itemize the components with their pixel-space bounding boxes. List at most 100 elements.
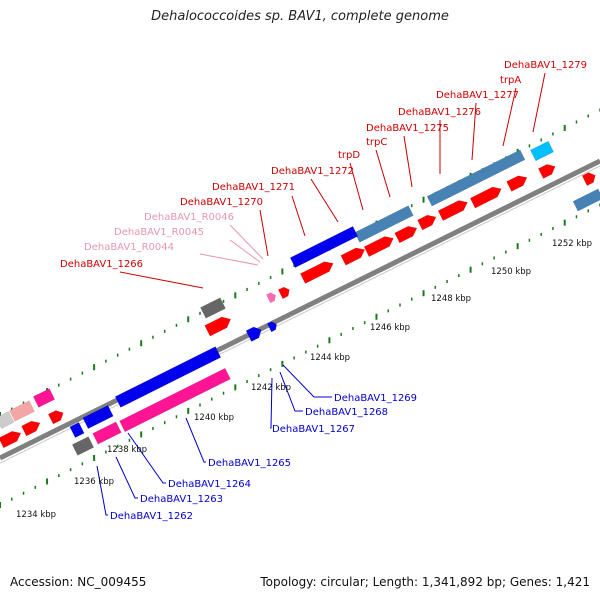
lower-leader-line [279,371,303,412]
cds-upper-red-shape [299,261,334,284]
upper-gene-label: trpC [366,137,387,148]
scale-label: 1234 kbp [16,510,56,520]
features [0,140,600,456]
cds-lower-gray [71,436,95,456]
cds-lower-blue-shape [114,346,222,408]
lower-leader-line [96,465,108,516]
upper-leader-line [119,271,204,289]
scale-label: 1252 kbp [552,239,592,249]
cds-lower-lightpink-shape [9,400,35,422]
cds-lower-gray-shape [71,436,95,456]
cds-lower-red-shape [0,431,22,449]
cds-red [204,316,231,337]
cds-lower-pink [92,421,122,445]
upper-leader-line [199,253,259,266]
cds-lower-pink-shape [32,388,56,408]
cds-lower-blue [69,422,85,438]
lower-leader-line [127,432,166,484]
upper-leader-line [291,195,306,237]
cds-lower-red-shape [47,410,64,425]
scale-label: 1246 kbp [370,323,410,333]
upper-gene-label: DehaBAV1_1277 [436,90,519,101]
upper-leader-line [403,135,413,188]
cds-upper-red [506,175,528,192]
cds-upper-cyan [530,140,554,162]
cds-upper-red [363,236,394,257]
scale-label: 1250 kbp [491,267,531,277]
lower-gene-label: DehaBAV1_1268 [305,407,388,418]
cds-blue-small-shape [267,321,277,333]
cds-lower-lightgray [0,411,15,429]
cds-gray [200,297,226,319]
upper-leader-line [259,209,269,257]
cds-upper-steelblue [354,205,414,243]
cds-upper-red-shape [394,226,418,244]
label-leaders [96,72,546,516]
lower-leader-line [185,417,206,463]
cds-gray-shape [200,297,226,319]
cds-lower-red [47,410,64,425]
cds-lower-pink-shape [119,367,231,433]
upper-leader-line [229,224,264,260]
cds-upper-red [299,261,334,284]
upper-leader-line [502,87,517,147]
cds-lower-pink [119,367,231,433]
cds-upper-red [437,200,468,221]
upper-gene-label: DehaBAV1_1279 [504,60,587,71]
cds-upper-red [394,226,418,244]
cds-upper-red-shape [340,247,366,266]
lower-gene-label: DehaBAV1_1262 [110,511,193,522]
lower-gene-label: DehaBAV1_1267 [272,424,355,435]
cds-upper-red-shape [437,200,468,221]
cds-upper-red [538,164,556,179]
cds-upper-steelblue-shape [572,188,600,212]
genome-stats-text: Topology: circular; Length: 1,341,892 bp… [260,575,590,589]
cds-lower-pink [32,388,56,408]
cds-lower-blue [114,346,222,408]
cds-upper-red-shape [506,175,528,192]
upper-gene-label: DehaBAV1_1272 [271,166,354,177]
cds-blue-small [267,321,277,333]
upper-leader-line [375,149,391,198]
cds-lower-red [21,420,41,437]
scale-label: 1238 kbp [107,445,147,455]
cds-lower-lightgray-shape [0,411,15,429]
scale-label: 1240 kbp [194,413,234,423]
cds-upper-red-shape [363,236,394,257]
scale-label: 1242 kbp [251,383,291,393]
upper-gene-label: DehaBAV1_1276 [398,107,481,118]
cds-upper-steelblue-shape [354,205,414,243]
cds-upper-blue-shape [289,226,359,268]
backbone-line [0,158,600,461]
lower-gene-label: DehaBAV1_1269 [334,393,417,404]
upper-gene-label: DehaBAV1_1270 [180,197,263,208]
upper-leader-line [310,178,339,223]
cds-upper-steelblue [572,188,600,212]
cds-lower-blue-shape [69,422,85,438]
lower-leader-line [115,456,138,499]
cds-lower-red-shape [21,420,41,437]
cds-upper-red-small [277,286,290,300]
cds-upper-red [340,247,366,266]
lower-leader-line [270,377,273,429]
cds-lower-lightpink [9,400,35,422]
lower-gene-label: DehaBAV1_1263 [140,494,223,505]
upper-gene-label: DehaBAV1_1271 [212,182,295,193]
scale-label: 1248 kbp [431,294,471,304]
upper-leader-line [471,102,477,161]
upper-leader-line [229,239,261,263]
cds-lower-pink-shape [92,421,122,445]
upper-leader-line [349,162,364,211]
cds-blue-small-shape [245,326,262,342]
lower-leader-line [282,364,332,398]
cds-upper-red [581,172,596,186]
cds-blue-small [245,326,262,342]
cds-upper-red-shape [469,186,502,209]
cds-upper-red [469,186,502,209]
upper-gene-label: DehaBAV1_R0044 [84,242,174,253]
page-title: Dehalococcoides sp. BAV1, complete genom… [151,9,449,24]
upper-gene-label: DehaBAV1_1275 [366,123,449,134]
upper-gene-label: DehaBAV1_R0046 [144,212,234,223]
upper-leader-line [532,72,546,133]
